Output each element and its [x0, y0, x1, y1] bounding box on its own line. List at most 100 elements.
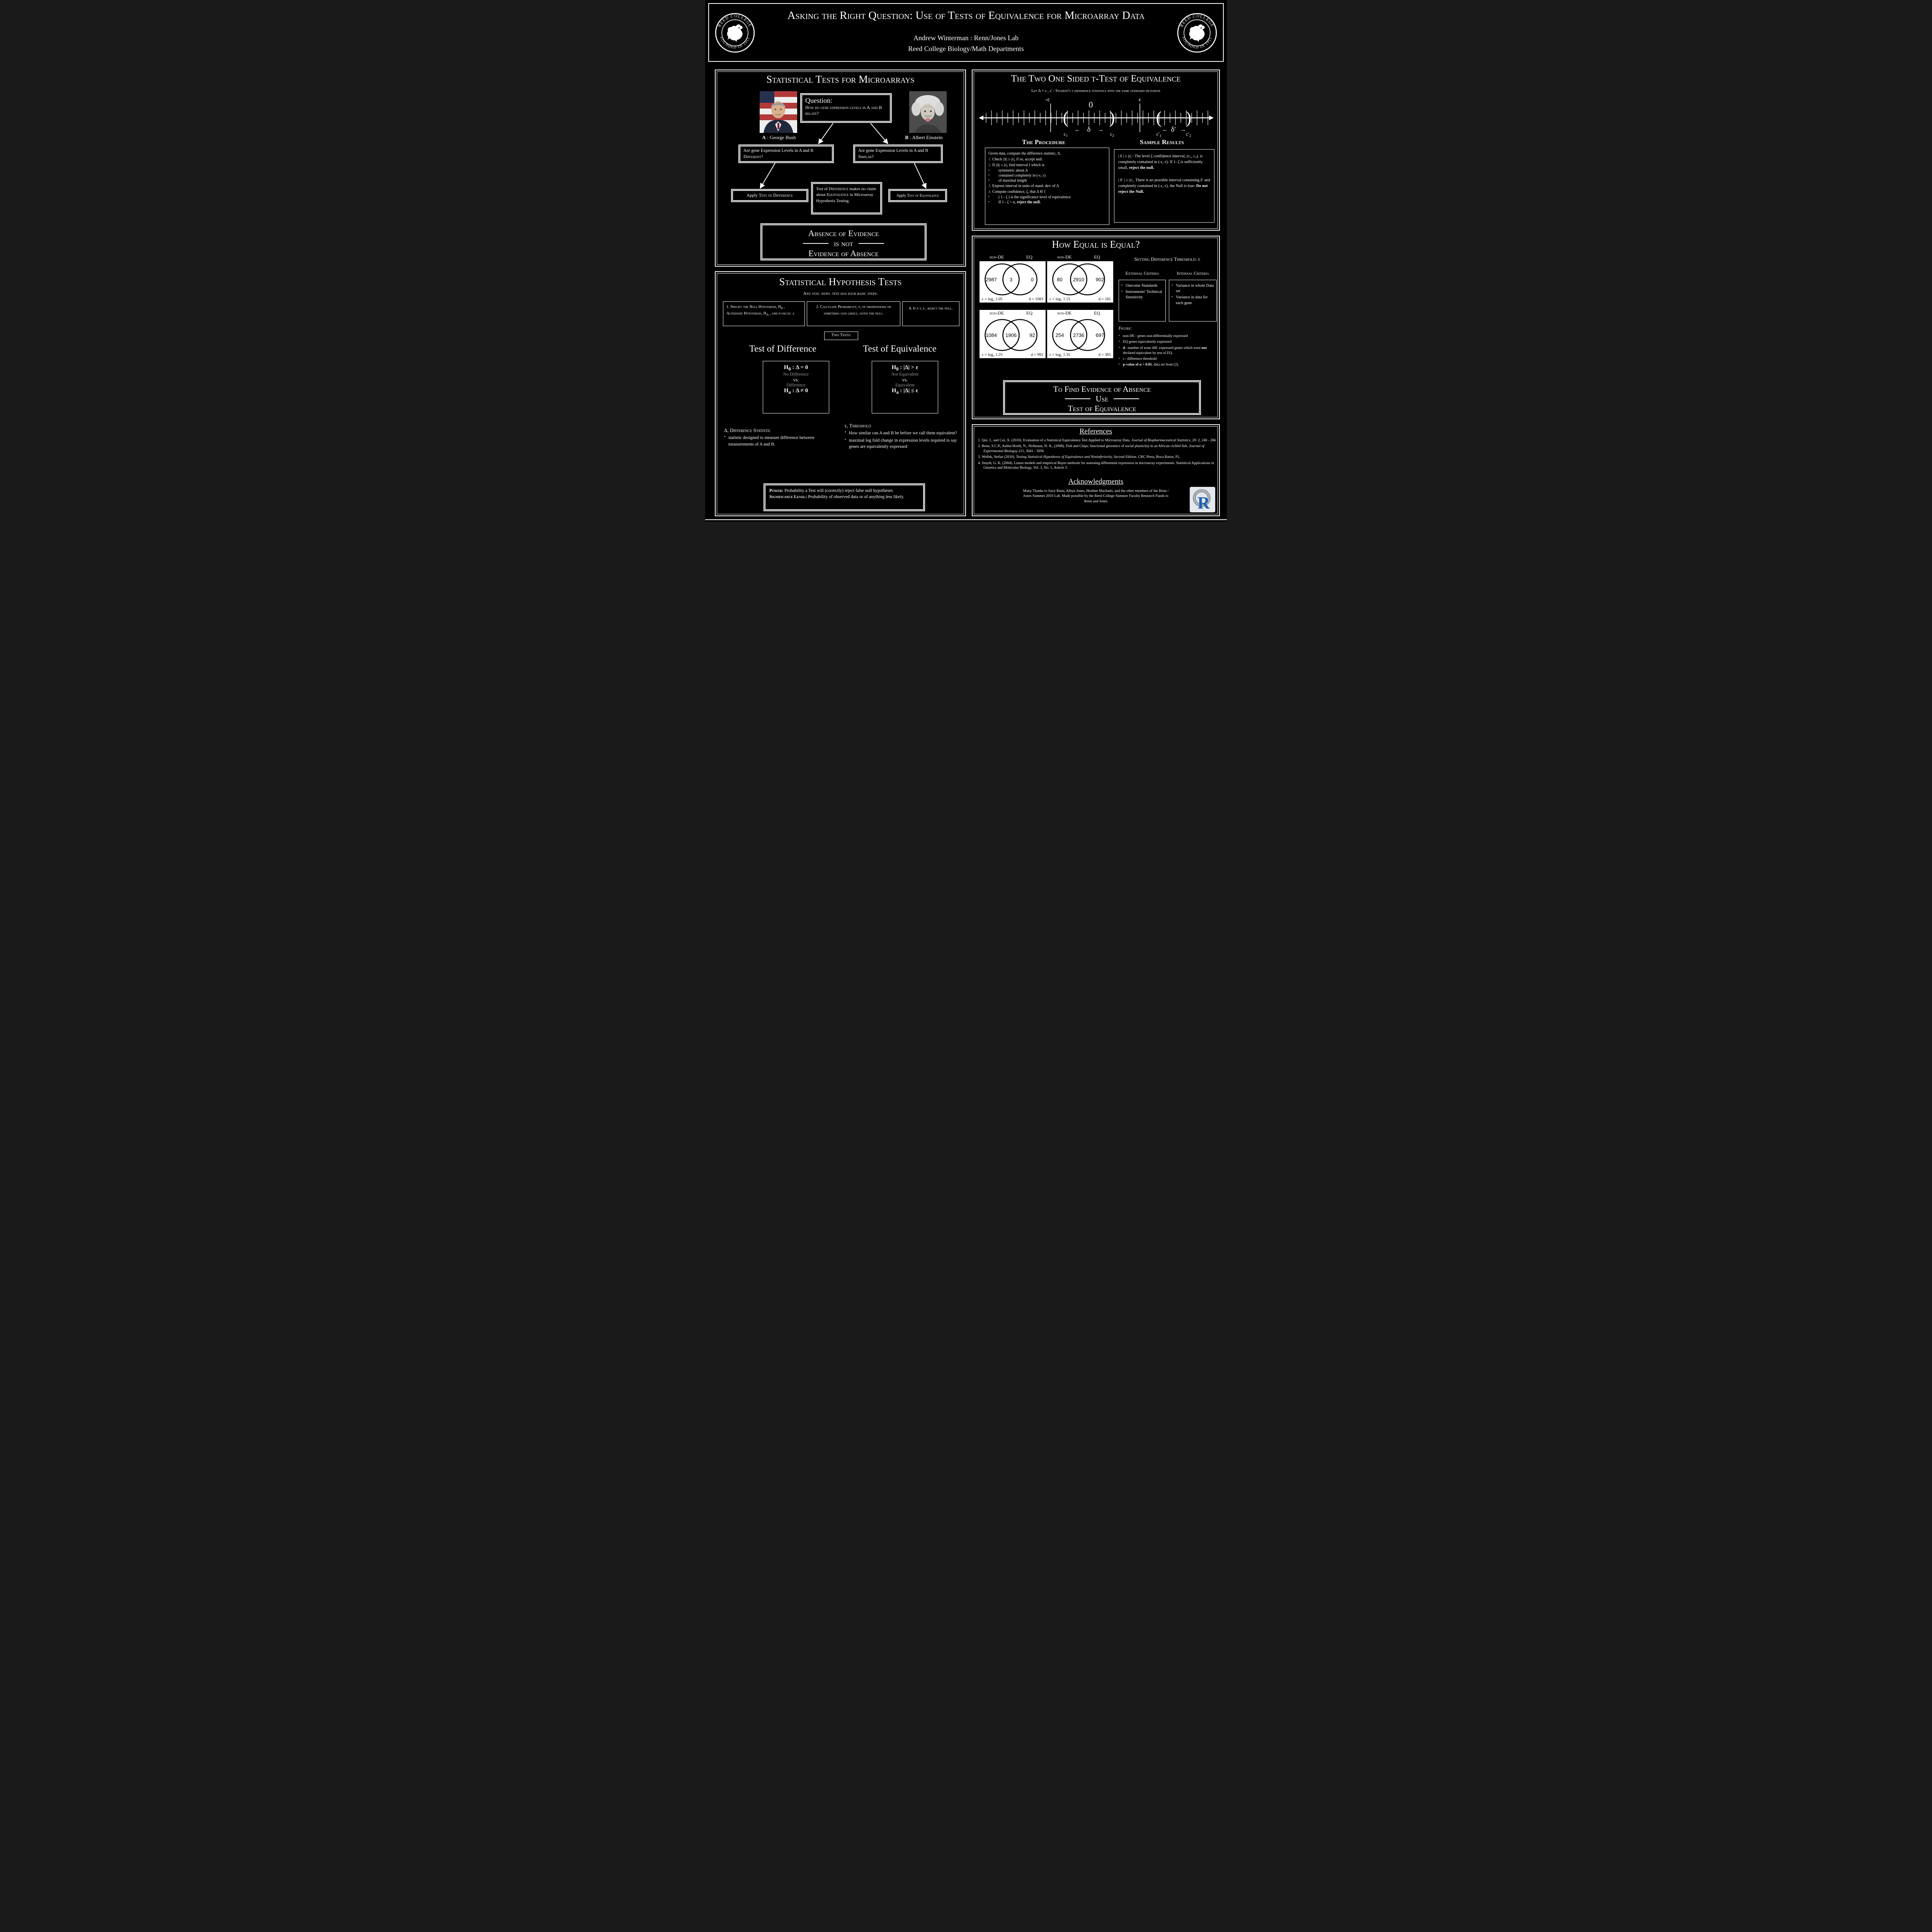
- ref-journal: Testing Statistical Hypotheses of Equiva…: [1016, 455, 1137, 459]
- label-non-de: non-DE: [1057, 310, 1072, 316]
- result-text: | δ | ≤ |ε| : The level ζ confidence int…: [1118, 154, 1203, 170]
- sample-result-1: | δ | ≤ |ε| : The level ζ confidence int…: [1118, 153, 1210, 171]
- reed-college-seal-icon: REED COLLEGE FOUNDED IN 1911: [1177, 13, 1217, 53]
- epsilon-label: ε: [1139, 97, 1141, 103]
- apply-right-sc: Test of Equivalence: [907, 194, 939, 198]
- question-body: How do gene expression levels in A and B…: [805, 105, 882, 116]
- bracket-c2p: ): [1186, 108, 1192, 127]
- internal-criteria-box: Variance in whole Data set Variance in d…: [1169, 280, 1217, 321]
- griffin-icon: [1189, 24, 1205, 42]
- ref-text: Renn, S.C.P., Aubin-Horth, N., Hofmann, …: [981, 444, 1189, 449]
- test-of-equivalence-heading: Test of Equivalence: [863, 344, 937, 354]
- poster-bottom-edge: [705, 519, 1227, 520]
- label-eq: EQ: [1026, 310, 1032, 316]
- external-bullet-1: Outcome Standards: [1121, 283, 1163, 289]
- branch-different-box: Are gene Expression Levels in A and B Di…: [738, 145, 834, 163]
- note-p2: makes no claim about: [816, 187, 876, 197]
- absence-line1: Absence of Evidence: [808, 228, 879, 238]
- conclusion-line3: Test of Equivalence: [1068, 404, 1136, 413]
- ref-text: Qui, J., and Cui, X. (2010). Evaluation …: [981, 438, 1131, 442]
- diff-vs: vs.: [793, 377, 799, 383]
- diff-ha: Ha : Δ ≠ 0: [763, 388, 829, 395]
- delta-heading: Δ, Difference Statistic: [724, 427, 771, 433]
- label-non-de: non-DE: [990, 310, 1004, 316]
- do-not-reject-bold: Do not reject the Null.: [1118, 184, 1208, 194]
- right-arrowhead-icon: [1209, 116, 1214, 120]
- venn-right-count: 697: [1096, 332, 1104, 338]
- figure-item-3: d : number of none diff. expressed genes…: [1119, 345, 1218, 356]
- panel-subtitle: Any stat. hypo. test has four basic step…: [803, 291, 878, 296]
- note-p1: Test of: [816, 187, 829, 191]
- equiv-vs: vs.: [902, 377, 908, 383]
- venn-mid-count: 1906: [1005, 332, 1017, 338]
- apply-left-sc: Test of Difference: [759, 193, 793, 198]
- procedure-step-1: 1. Check |Δ| ≥ |ε|, if so, accept null.: [988, 157, 1106, 162]
- figure-item-2: EQ genes equivalently expressed: [1119, 339, 1218, 345]
- step-text: If |Δ| ≤ |ε|, find interval I which is:: [992, 163, 1046, 167]
- venn-right-count: 902: [1096, 277, 1104, 282]
- venn-diagram: 254 2736 697: [1052, 319, 1105, 351]
- photo-b-letter: B: [905, 134, 909, 140]
- ref-num: 4.: [978, 461, 981, 465]
- venn-left-count: 2987: [986, 277, 997, 282]
- branch-different-pre: Are gene Expression Levels in A and B: [743, 148, 814, 153]
- venn-left-count: 80: [1057, 277, 1062, 282]
- equiv-ha-rest: : |Δ| ≤ ε: [898, 388, 918, 394]
- bracket-c1: (: [1063, 108, 1069, 127]
- diff-h0: H0 : Δ = 0: [763, 364, 829, 372]
- c1-prime-label: c′1: [1156, 131, 1161, 137]
- acknowledgments-heading: Acknowledgments: [1068, 478, 1124, 486]
- pvalue-text: , data set from [2].: [1151, 363, 1179, 367]
- diff-alt-word: Difference: [786, 383, 806, 388]
- bracket-c2: ): [1109, 108, 1115, 127]
- venn-caption: ε = log₂ 1.25 d = 991: [980, 353, 1046, 358]
- arrow-left-to-apply: [760, 163, 776, 189]
- step-num: 2.: [988, 163, 992, 167]
- significance-term: Significance Level:: [769, 495, 807, 500]
- d-value: d = 991: [1031, 353, 1043, 357]
- step-text: Compute confidence, ζ, that Δ ∈ I: [992, 190, 1046, 194]
- epsilon-heading: ε, Threshold: [845, 423, 871, 429]
- step-num: 1.: [988, 157, 992, 162]
- step1-p2: , Alternate Hypothesis, H: [726, 305, 785, 316]
- figure-item-4: ε : difference threshold: [1119, 356, 1218, 362]
- diff-null-word: No Difference: [783, 372, 809, 377]
- procedure-intro: Given data, compute the difference stati…: [988, 151, 1061, 156]
- procedure-box: Given data, compute the difference stati…: [985, 148, 1109, 225]
- d-text-2: declared equivalent by test of EQ.: [1123, 351, 1173, 355]
- step-text: If 1 - ζ < α,: [998, 200, 1017, 204]
- label-non-de: non-DE: [990, 254, 1004, 260]
- step-num: 3.: [988, 184, 992, 188]
- delta-label: δ: [1087, 126, 1091, 134]
- reject-null-bold: reject the null.: [1129, 166, 1154, 170]
- photo-a-name: : George Bush: [765, 134, 796, 140]
- sample-result-2: | δ′ | ≥ |ε| , There is no possible inte…: [1118, 177, 1210, 195]
- delta-explanation: Δ, Difference Statistic statistic design…: [724, 427, 838, 447]
- photo-b-name: : Albert Einstein: [908, 134, 943, 140]
- procedure-heading: The Procedure: [1022, 138, 1065, 146]
- photo-a-label: A : George Bush: [738, 134, 820, 141]
- difference-hypotheses-box: H0 : Δ = 0 No Difference vs. Difference …: [763, 361, 829, 413]
- absence-line3: Evidence of Absence: [808, 248, 879, 258]
- reference-item: 2. Renn, S.C.P., Aubin-Horth, N., Hofman…: [978, 444, 1216, 454]
- poster-title: Asking the Right Question: Use of Tests …: [787, 9, 1145, 22]
- references-heading: References: [1079, 427, 1112, 435]
- apply-test-of-difference-box: Apply Test of Difference: [731, 189, 808, 202]
- epsilon-value: ε = log₂ 1.25: [982, 353, 1003, 357]
- venn-diagram: 2987 3 0: [985, 263, 1037, 296]
- step1-p1: 1. Specify the Null Hypothesis, H: [726, 305, 781, 309]
- apply-left-pre: Apply: [747, 193, 759, 198]
- external-criteria-box: Outcome Standards Instruments' Technical…: [1119, 280, 1166, 321]
- left-rule: [803, 243, 829, 244]
- power-significance-box: Power: Probability a Test will (correctl…: [764, 483, 925, 511]
- panel-title: Statistical Hypothesis Tests: [779, 276, 902, 287]
- ref-num: 3.: [978, 455, 981, 459]
